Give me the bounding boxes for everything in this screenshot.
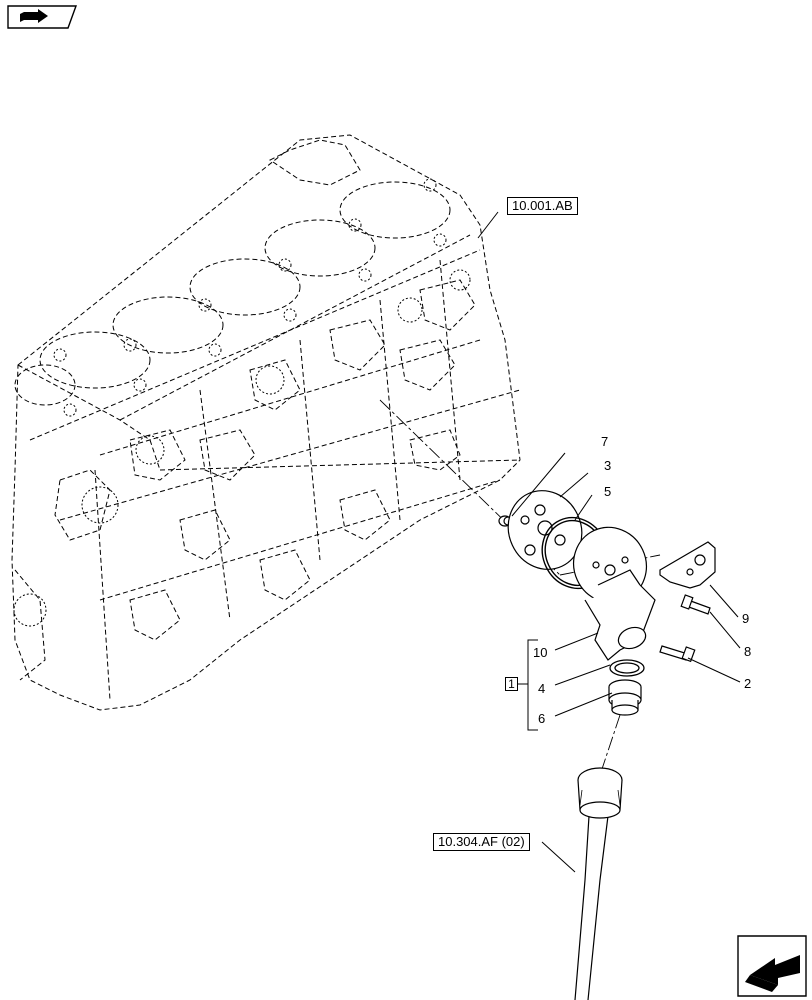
callout-6[interactable]: 6 <box>538 711 546 726</box>
next-page-arrow-icon[interactable] <box>737 935 807 997</box>
callout-9[interactable]: 9 <box>742 611 750 626</box>
part-8-bolt[interactable] <box>680 594 711 615</box>
part-4-sealing-ring[interactable] <box>609 659 645 677</box>
part-9-bracket[interactable] <box>659 541 716 589</box>
kit-label: 1 <box>505 677 518 691</box>
part-10-elbow-housing[interactable] <box>561 515 658 661</box>
bolt-holes <box>13 178 471 627</box>
callout-7[interactable]: 7 <box>601 434 609 449</box>
callout-2[interactable]: 2 <box>744 676 752 691</box>
part-6-threaded-adapter[interactable] <box>608 679 642 716</box>
callout-5[interactable]: 5 <box>604 484 612 499</box>
reference-engine-block[interactable]: 10.001.AB <box>507 197 578 215</box>
callout-3[interactable]: 3 <box>604 458 612 473</box>
callout-10[interactable]: 10 <box>533 645 548 660</box>
part-3-flange-plate[interactable] <box>495 479 594 582</box>
cylinder-bores <box>14 181 451 406</box>
reference-oil-pipe[interactable]: 10.304.AF (02) <box>433 833 530 851</box>
callout-8[interactable]: 8 <box>744 644 752 659</box>
kit-bracket <box>518 639 538 731</box>
book-arrow-icon[interactable] <box>7 5 77 29</box>
callout-4[interactable]: 4 <box>538 681 546 696</box>
engine-block-outline <box>11 134 521 711</box>
part-2-bolt[interactable] <box>659 645 696 663</box>
oil-pipe <box>574 767 623 1000</box>
leader-lines <box>477 211 741 873</box>
